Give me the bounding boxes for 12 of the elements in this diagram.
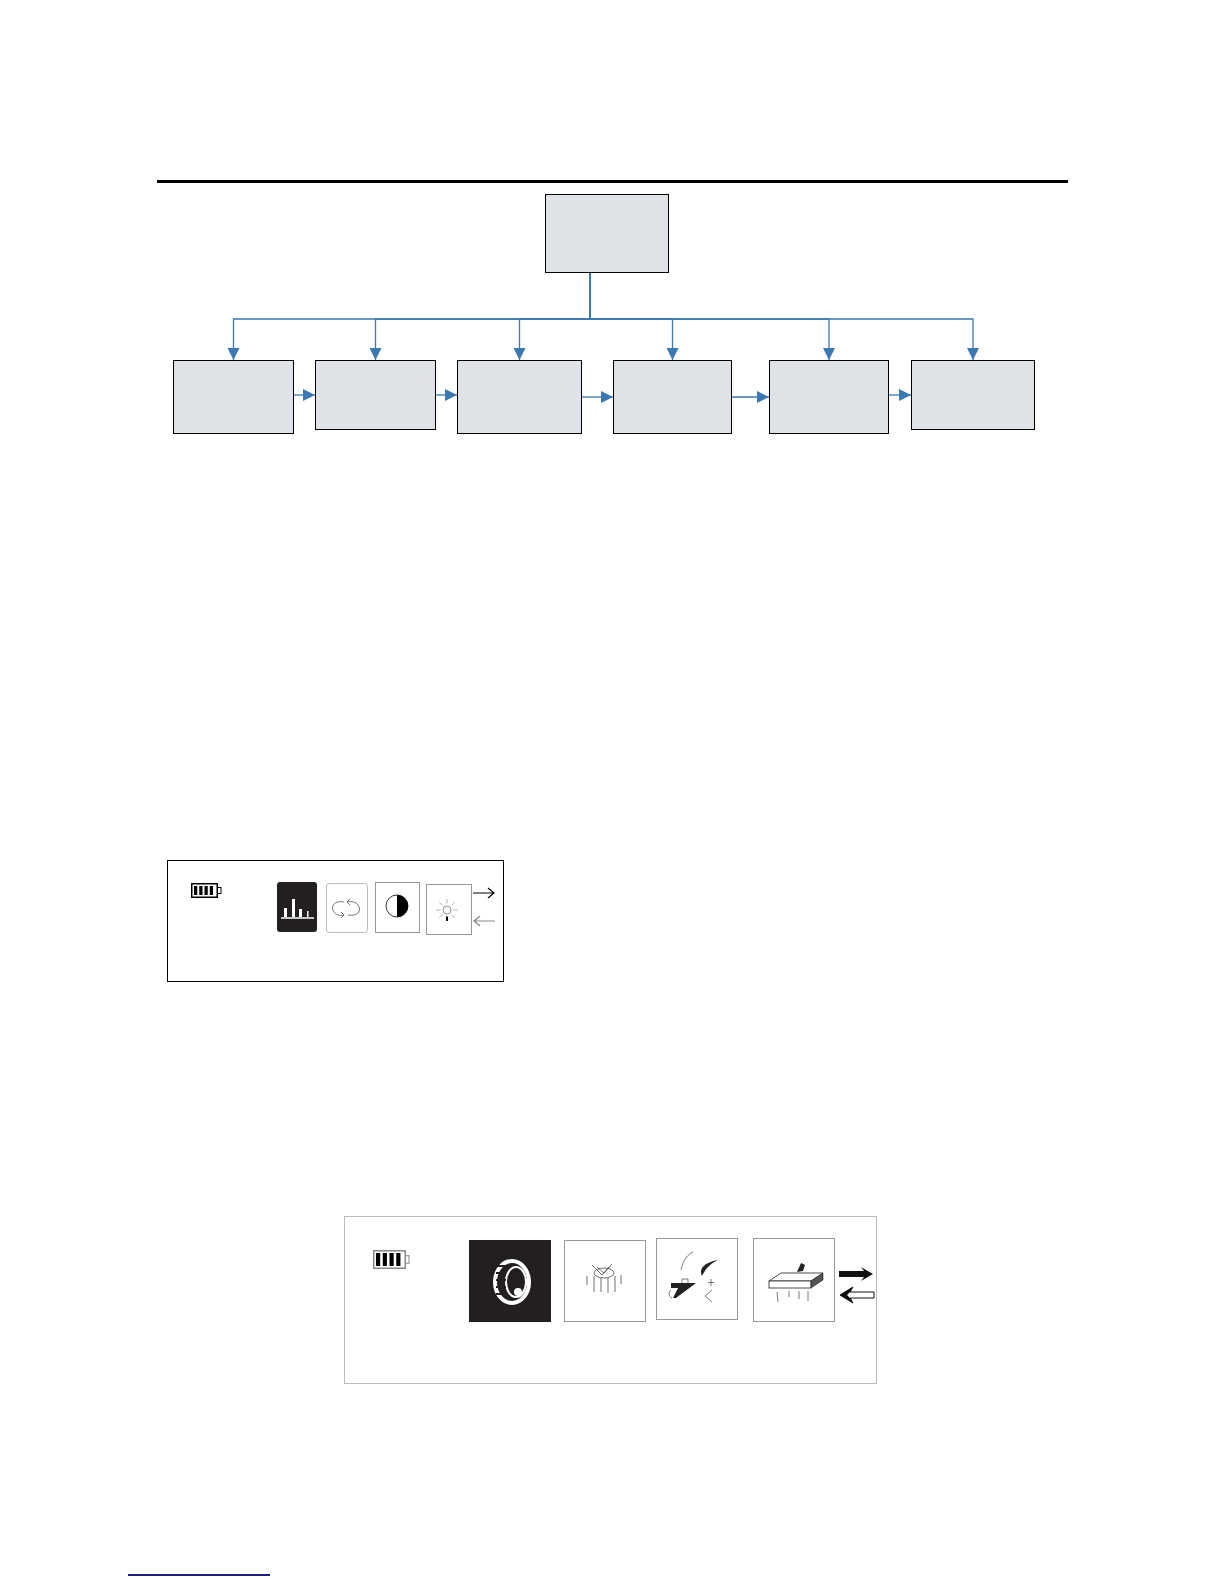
arrow (293, 389, 316, 401)
process-box (911, 360, 1035, 430)
arrow (581, 391, 614, 403)
process-box (457, 360, 582, 434)
process-box (613, 360, 732, 434)
process-box (173, 360, 294, 434)
process-box (545, 194, 669, 273)
process-box (315, 360, 436, 430)
arrow (731, 391, 770, 403)
process-box (769, 360, 889, 434)
arrow (435, 389, 458, 401)
arrow (888, 389, 912, 401)
